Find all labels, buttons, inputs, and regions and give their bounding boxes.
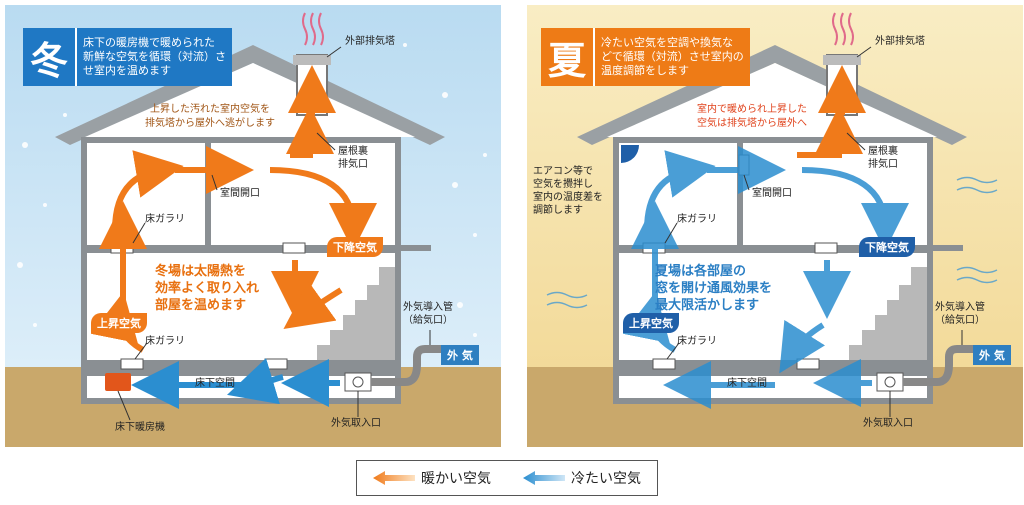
summer-roof-note: 室内で暖められ上昇した 空気は排気塔から屋外へ	[697, 104, 807, 129]
summer-floor-grille-lower-label: 床ガラリ	[677, 336, 717, 347]
warm-arrow-icon	[373, 471, 415, 485]
summer-description: 冷たい空気を空調や換気な どで循環（対流）させ室内の 温度調節をします	[593, 28, 750, 86]
legend-warm: 暖かい空気	[373, 468, 491, 488]
summer-ac-note: エアコン等で 空気を攪拌し 室内の温度差を 調節します	[533, 166, 603, 216]
winter-header: 冬 床下の暖房機で暖められた 新鮮な空気を循環（対流）さ せ室内を温めます	[23, 28, 232, 86]
summer-room-opening-label: 室間開口	[752, 188, 792, 199]
summer-house-illustration	[527, 5, 1023, 447]
winter-room-opening-label: 室間開口	[220, 188, 260, 199]
air-conditioner-icon	[621, 145, 639, 163]
summer-exhaust-tower-label: 外部排気塔	[875, 36, 925, 47]
winter-up-air-badge: 上昇空気	[91, 313, 147, 333]
winter-intake-pipe-label: 外気導入管 （給気口）	[403, 302, 453, 326]
winter-floor-grille-lower-label: 床ガラリ	[145, 336, 185, 347]
winter-outside-air-label: 外 気	[441, 345, 479, 365]
winter-underfloor-label: 床下空間	[195, 378, 235, 389]
winter-description: 床下の暖房機で暖められた 新鮮な空気を循環（対流）さ せ室内を温めます	[75, 28, 232, 86]
summer-attic-vent-label: 屋根裏 排気口	[868, 146, 898, 170]
legend: 暖かい空気 冷たい空気	[356, 460, 658, 496]
summer-up-air-badge: 上昇空気	[623, 313, 679, 333]
winter-exhaust-tower-label: 外部排気塔	[345, 36, 395, 47]
winter-panel: 冬 床下の暖房機で暖められた 新鮮な空気を循環（対流）さ せ室内を温めます 外部…	[5, 5, 501, 447]
winter-main-text: 冬場は太陽熱を 効率よく取り入れ 部屋を温めます	[155, 264, 260, 313]
winter-air-intake-label: 外気取入口	[331, 418, 381, 429]
legend-cool-label: 冷たい空気	[571, 471, 641, 487]
winter-floor-grille-upper-label: 床ガラリ	[145, 214, 185, 225]
winter-heater-label: 床下暖房機	[115, 422, 165, 433]
summer-down-air-badge: 下降空気	[859, 237, 915, 257]
summer-main-text: 夏場は各部屋の 窓を開け通風効果を 最大限活かします	[655, 264, 773, 313]
warm-air-arrows-summer	[797, 65, 866, 158]
winter-down-air-badge: 下降空気	[327, 237, 383, 257]
legend-warm-label: 暖かい空気	[421, 471, 491, 487]
winter-attic-vent-label: 屋根裏 排気口	[338, 146, 368, 170]
winter-season-label: 冬	[23, 28, 75, 86]
summer-outside-air-label: 外 気	[973, 345, 1011, 365]
snow	[17, 43, 487, 337]
legend-cool: 冷たい空気	[523, 468, 641, 488]
summer-season-label: 夏	[541, 28, 593, 86]
summer-header: 夏 冷たい空気を空調や換気な どで循環（対流）させ室内の 温度調節をします	[541, 28, 750, 86]
summer-panel: 夏 冷たい空気を空調や換気な どで循環（対流）させ室内の 温度調節をします 外部…	[527, 5, 1023, 447]
winter-roof-note: 上昇した汚れた室内空気を 排気塔から屋外へ逃がします	[145, 104, 275, 129]
summer-air-intake-label: 外気取入口	[863, 418, 913, 429]
summer-underfloor-label: 床下空間	[727, 378, 767, 389]
summer-intake-pipe-label: 外気導入管 （給気口）	[935, 302, 985, 326]
summer-floor-grille-upper-label: 床ガラリ	[677, 214, 717, 225]
cool-air-arrows	[131, 358, 340, 409]
cool-arrow-icon	[523, 471, 565, 485]
